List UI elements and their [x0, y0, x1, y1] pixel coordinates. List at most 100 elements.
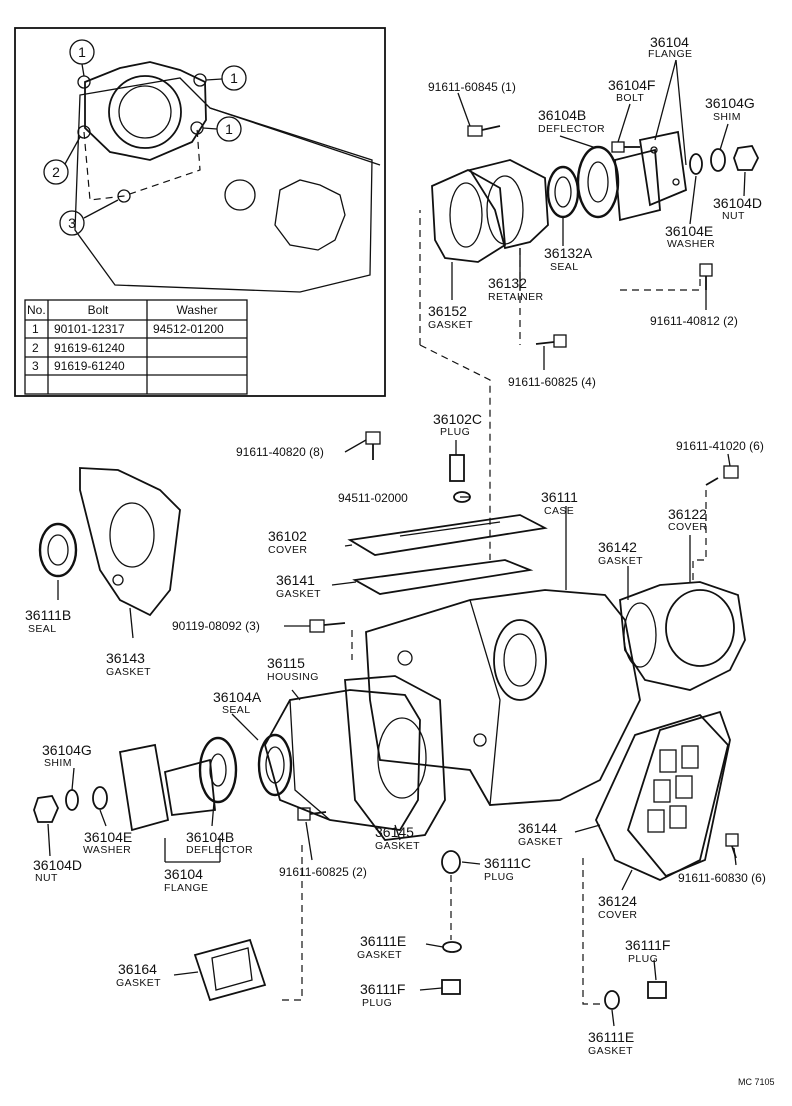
bolt-table-header-washer: Washer: [177, 303, 218, 317]
part-desc: FLANGE: [164, 882, 208, 894]
leader-36111E-bottom: [611, 1009, 615, 1027]
fastener-label: 91611-60830 (6): [678, 871, 766, 885]
shim-36104G-bottom: [65, 789, 79, 811]
align-gasket-36164: [282, 840, 303, 1001]
part-number: 36111F: [360, 981, 405, 997]
washer-36104E-bottom: [92, 786, 108, 810]
nut-36104D-top: [733, 145, 760, 171]
part-desc: GASKET: [428, 319, 473, 331]
bolt-table-cell: 91619-61240: [54, 341, 125, 355]
flange-36104-bottom-plate: [118, 743, 170, 832]
fastener-label: 91611-60825 (4): [508, 375, 596, 389]
part-desc: COVER: [598, 909, 637, 921]
part-number: 36132: [488, 275, 527, 291]
cover-36102-detail: [399, 521, 501, 537]
part-desc: COVER: [668, 521, 707, 533]
inset-callout-circle-3: [59, 210, 85, 236]
part-number: 36143: [106, 650, 145, 666]
plug-36111F-right: [647, 981, 667, 999]
part-number: 36104B: [186, 829, 234, 845]
leader-36104D-top: [743, 171, 746, 197]
bolt-table-cell: 91619-61240: [54, 359, 125, 373]
part-desc: GASKET: [116, 977, 161, 989]
leader-36104A: [231, 713, 259, 741]
leader-36104G-bottom: [71, 767, 75, 791]
leader-91611-41020: [727, 453, 731, 467]
retainer-36132-shape: [468, 159, 549, 250]
cover-36124-window-2: [681, 745, 699, 769]
fastener-label: 91611-41020 (6): [676, 439, 764, 453]
seal-36132A-outer: [546, 165, 580, 219]
inset-flange: [84, 61, 207, 161]
inset-frame: [14, 27, 386, 397]
part-desc: COVER: [268, 544, 307, 556]
bolt-91611-60825-bottom-shank: [309, 811, 327, 815]
cover-36124-window-5: [647, 809, 665, 833]
fastener-label: 90119-08092 (3): [172, 619, 260, 633]
part-desc: HOUSING: [267, 671, 319, 683]
case-36111-bearing-bore: [493, 619, 547, 701]
inset-leader-3: [83, 199, 119, 219]
leader-36141: [331, 581, 357, 586]
seal-36104A-outer: [257, 733, 293, 797]
cover-36124-window-3: [653, 779, 671, 803]
part-desc: CASE: [544, 505, 574, 517]
part-number: 36104D: [33, 857, 82, 873]
bolt-91611-41020-head: [723, 465, 739, 479]
flange-36104-bottom-neck: [163, 758, 216, 816]
align-cover-bolt: [692, 490, 707, 580]
gasket-36143-hole: [109, 502, 155, 568]
part-desc: GASKET: [375, 840, 420, 852]
bolt-91611-40812-head: [699, 263, 713, 277]
gasket-36152-shape: [431, 168, 506, 263]
part-number: 36122: [668, 506, 707, 522]
gasket-36141-shape: [352, 559, 534, 595]
part-number: 36104E: [665, 223, 713, 239]
part-desc: PLUG: [484, 871, 514, 883]
front-output-assembly: [33, 675, 446, 863]
leader-36104B-bottom: [211, 801, 215, 827]
part-labels: 36104 FLANGE 36104F BOLT 36104G SHIM 361…: [25, 34, 762, 1057]
seal-36104A-inner: [265, 746, 285, 784]
seal-36111B-inner: [47, 534, 69, 566]
bolt-table-cell: 2: [32, 341, 39, 355]
leader-36143: [129, 607, 134, 639]
gasket-36142-shape: [619, 581, 746, 691]
part-number: 36104D: [713, 195, 762, 211]
leader-36115: [291, 689, 301, 701]
flange-36104-hole-b: [672, 178, 680, 186]
cover-36124-shape: [626, 710, 731, 878]
part-desc: NUT: [35, 872, 58, 884]
part-desc: SEAL: [28, 623, 56, 635]
part-desc: RETAINER: [488, 291, 544, 303]
inset-callout-circle-2: [43, 159, 69, 185]
part-desc: GASKET: [357, 949, 402, 961]
part-number: 36111E: [588, 1029, 634, 1045]
bolt-table-header-no: No.: [27, 303, 46, 317]
inset-leader-2: [64, 136, 81, 165]
part-number: 36104: [164, 866, 203, 882]
inset-callout-3: 3: [68, 215, 76, 231]
part-number: 36164: [118, 961, 157, 977]
align-retainer-case: [419, 344, 491, 560]
leader-36124: [621, 869, 633, 891]
part-number: 36104E: [84, 829, 132, 845]
cover-36122-shape: [665, 589, 735, 667]
part-desc: BOLT: [616, 92, 644, 104]
leader-36111C: [461, 861, 481, 865]
inset-bearing-inner: [118, 85, 172, 139]
bolt-91611-41020-shank: [705, 477, 719, 486]
align-flange-bolt: [620, 278, 701, 291]
part-number: 36104G: [705, 95, 755, 111]
leader-91611-60845: [457, 92, 471, 127]
leader-36104D-bottom: [47, 823, 51, 857]
cover-36102-shape: [347, 514, 548, 556]
part-number: 36102C: [433, 411, 482, 427]
part-number: 36144: [518, 820, 557, 836]
front-plate-assembly: [38, 467, 181, 617]
part-desc: DEFLECTOR: [538, 123, 605, 135]
part-number: 36142: [598, 539, 637, 555]
fastener-label: 91611-40820 (8): [236, 445, 324, 459]
